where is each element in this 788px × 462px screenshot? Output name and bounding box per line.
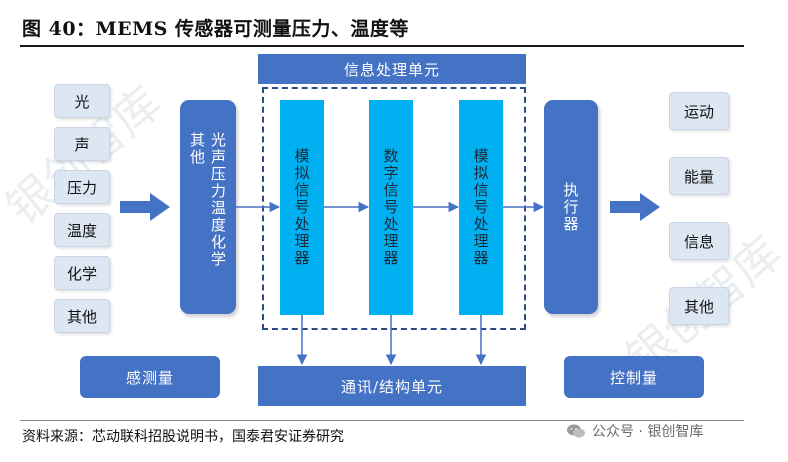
sensing-quantity-bar: 感测量 (80, 356, 220, 398)
processor-analog-1: 模拟信号处理器 (280, 100, 324, 315)
output-information: 信息 (669, 222, 729, 260)
figure-source: 资料来源：芯动联科招股说明书，国泰君安证券研究 (22, 429, 344, 445)
output-energy: 能量 (669, 157, 729, 195)
footer-rule (20, 420, 744, 421)
processor-digital-label: 数字信号处理器 (381, 148, 400, 267)
brand-label: 公众号 · 银创智库 (592, 424, 704, 440)
sensing-block: 光声压力温度化学其他 (180, 100, 236, 314)
input-light: 光 (54, 84, 110, 118)
output-motion: 运动 (669, 92, 729, 130)
input-sound: 声 (54, 127, 110, 161)
big-arrow-in (120, 193, 170, 221)
wechat-icon (567, 424, 585, 438)
figure-title: 图 40：MEMS 传感器可测量压力、温度等 (22, 18, 409, 40)
input-pressure: 压力 (54, 170, 110, 204)
processing-boundary (262, 87, 526, 330)
big-arrow-out (610, 193, 660, 221)
communication-structure-bar: 通讯/结构单元 (258, 366, 526, 406)
processor-analog-1-label: 模拟信号处理器 (292, 148, 311, 267)
brand-tag: 公众号 · 银创智库 (566, 421, 703, 441)
processing-header: 信息处理单元 (258, 54, 526, 84)
input-other: 其他 (54, 299, 110, 333)
actuator-block: 执行器 (544, 100, 598, 314)
title-rule (20, 45, 744, 47)
control-quantity-bar: 控制量 (564, 356, 704, 398)
input-chemical: 化学 (54, 256, 110, 290)
output-other: 其他 (669, 287, 729, 325)
input-temperature: 温度 (54, 213, 110, 247)
processor-digital: 数字信号处理器 (369, 100, 413, 315)
actuator-label: 执行器 (561, 181, 580, 233)
sensing-block-label: 光声压力温度化学其他 (188, 132, 227, 268)
processor-analog-2: 模拟信号处理器 (459, 100, 503, 315)
processor-analog-2-label: 模拟信号处理器 (471, 148, 490, 267)
